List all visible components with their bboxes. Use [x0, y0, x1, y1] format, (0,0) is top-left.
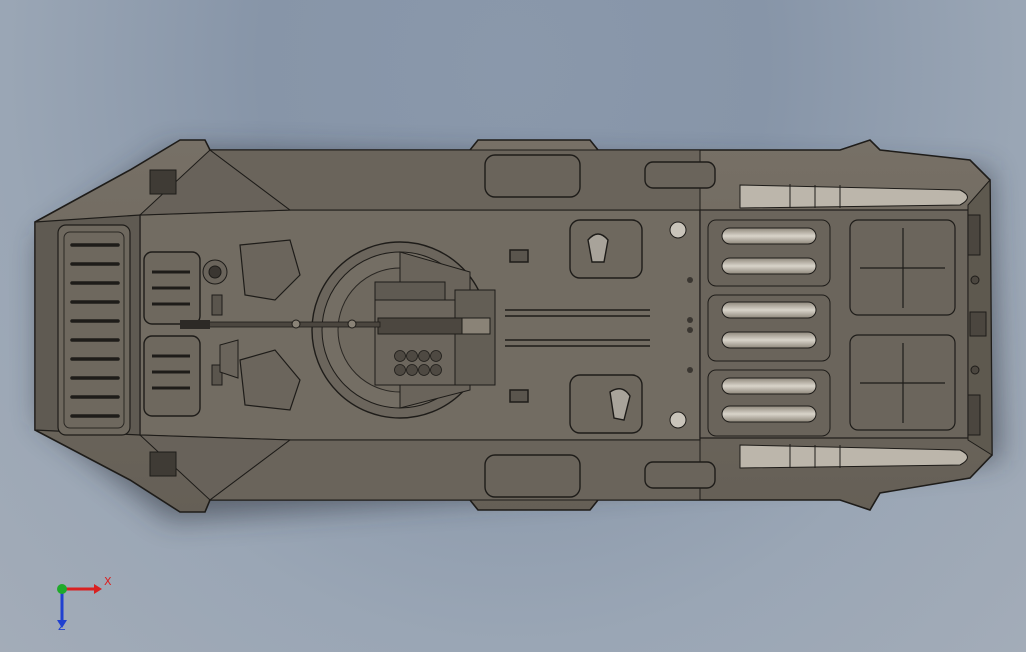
side-hatch[interactable] — [484, 154, 716, 498]
x-axis-label: X — [104, 575, 112, 588]
periscope — [202, 259, 239, 386]
crew-hatch[interactable] — [569, 219, 643, 434]
driver-hatch[interactable] — [143, 251, 201, 417]
triad-graphic — [57, 584, 102, 628]
bolt — [669, 221, 693, 429]
z-axis-label: Z — [58, 620, 66, 633]
y-axis-dot — [57, 584, 67, 594]
gun-barrel — [180, 319, 381, 329]
front-grille — [57, 224, 131, 436]
coordinate-triad: X Z — [50, 572, 120, 634]
headlight — [149, 169, 177, 477]
engine-intake — [707, 219, 831, 437]
deck-rail — [505, 249, 650, 403]
rear-deck-panel — [849, 219, 956, 431]
rear-fixture — [967, 214, 987, 436]
fuel-drum — [739, 184, 968, 469]
deck-plate — [239, 239, 301, 411]
smoke-launcher — [394, 350, 442, 376]
